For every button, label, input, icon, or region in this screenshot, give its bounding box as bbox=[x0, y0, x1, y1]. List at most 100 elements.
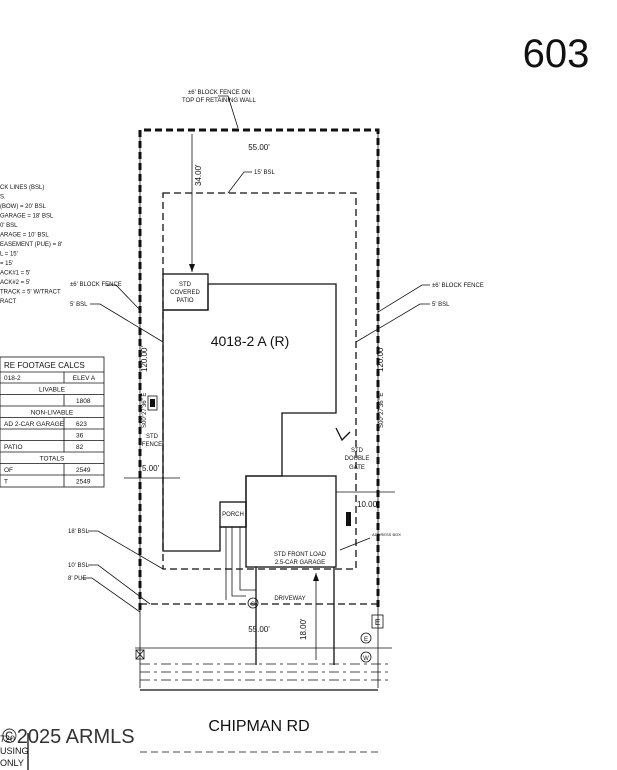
covered-patio-label-1: STD bbox=[179, 282, 192, 288]
dim-bottom-width: 55.00' bbox=[248, 625, 270, 634]
leader-bsl-18 bbox=[88, 530, 164, 570]
curb-box-left bbox=[135, 649, 145, 660]
leader-bsl-15 bbox=[227, 171, 252, 194]
bearing-left: S00°27'36" E bbox=[142, 393, 148, 428]
covered-patio-label-2: COVERED bbox=[170, 290, 200, 296]
setback-legend-line: = 15' bbox=[0, 261, 13, 267]
callout-pue-8: 8' PUE bbox=[68, 576, 87, 582]
sqft-section-label: NON-LIVABLE bbox=[31, 410, 74, 417]
arrow-front-top bbox=[313, 573, 319, 581]
callout-bsl-5-left: 5' BSL bbox=[70, 302, 88, 308]
setback-legend-line: L = 15' bbox=[0, 252, 18, 258]
std-fence-label-2: FENCE bbox=[142, 442, 162, 448]
dim-rear-setback: 34.00' bbox=[194, 164, 203, 186]
setback-legend-line: TRACK = 5' W/TRACT bbox=[0, 290, 61, 296]
water-symbol bbox=[360, 651, 372, 663]
sqft-row-value: 2549 bbox=[76, 467, 91, 474]
plan-label: 4018-2 A (R) bbox=[211, 333, 290, 349]
sqft-row-value: 82 bbox=[76, 444, 84, 451]
gate-swing bbox=[335, 427, 351, 442]
bearing-right: S00°27'36" E bbox=[379, 393, 385, 428]
sewer-symbol bbox=[247, 597, 259, 609]
setback-legend-line: CK LINES (BSL) bbox=[0, 185, 44, 191]
setback-legend-line: EASEMENT (PUE) = 8' bbox=[0, 242, 62, 248]
dim-front-driveway: 18.00' bbox=[299, 618, 308, 640]
dim-left-side: 5.00' bbox=[142, 464, 160, 473]
covered-patio bbox=[162, 273, 209, 311]
callout-bsl-10: 10' BSL bbox=[68, 563, 89, 569]
house-footprint bbox=[162, 283, 337, 552]
street-name: CHIPMAN RD bbox=[208, 718, 309, 735]
leader-block-fence-right bbox=[377, 284, 430, 313]
setback-legend-line: 0' BSL bbox=[0, 223, 18, 229]
leader-bsl-5-right bbox=[355, 303, 430, 343]
callout-address-box: ADDRESS BOX bbox=[372, 532, 401, 537]
sqft-row-label: PATIO bbox=[4, 444, 23, 451]
sqft-section-label: LIVABLE bbox=[39, 387, 66, 394]
lot-fence-line bbox=[138, 128, 380, 610]
callout-bsl-15: 15' BSL bbox=[254, 170, 275, 176]
electric-symbol bbox=[360, 632, 372, 644]
sqft-table-header-elev: ELEV A bbox=[73, 375, 96, 382]
sqft-row-value: 1808 bbox=[76, 398, 91, 405]
electric-box bbox=[371, 614, 384, 629]
stamp-line-2: USING bbox=[0, 746, 29, 756]
dim-left-depth: 120.00' bbox=[140, 346, 149, 372]
leader-address-box bbox=[339, 537, 371, 551]
sqft-table-header-plan: 018-2 bbox=[4, 375, 21, 382]
leader-pue-8 bbox=[82, 577, 141, 613]
leader-bsl-5-left bbox=[90, 303, 164, 343]
std-gate-label-3: GATE bbox=[349, 465, 365, 471]
setback-legend-line: RACT bbox=[0, 299, 17, 305]
stamp-line-3: ONLY bbox=[0, 758, 24, 768]
leader-bsl-10 bbox=[88, 564, 151, 605]
callout-bsl-5-right: 5' BSL bbox=[432, 302, 450, 308]
callout-block-fence-top-line1: ±6' BLOCK FENCE ON bbox=[188, 90, 250, 96]
setback-legend-line: ARAGE = 10' BSL bbox=[0, 233, 49, 239]
garage-label-2: 2.5-CAR GARAGE bbox=[275, 560, 325, 566]
std-fence-label-1: STD bbox=[146, 434, 159, 440]
electric-symbol-label: E bbox=[364, 637, 368, 643]
dim-right-depth: 120.00' bbox=[376, 346, 385, 372]
std-gate-label-1: STD bbox=[351, 448, 364, 454]
callout-block-fence-top-line2: TOP OF RETAINING WALL bbox=[182, 98, 256, 104]
setback-legend-line: GARAGE = 18' BSL bbox=[0, 214, 54, 220]
sqft-row-label: OF bbox=[4, 467, 13, 474]
setback-legend-line: (BOW) = 20' BSL bbox=[0, 204, 47, 210]
callout-bsl-18: 18' BSL bbox=[68, 529, 89, 535]
driveway-label: DRIVEWAY bbox=[274, 596, 305, 602]
std-gate-label-2: DOUBLE bbox=[345, 456, 370, 462]
sqft-row-value: 36 bbox=[76, 433, 84, 440]
setback-legend-line: ACK#1 = 5' bbox=[0, 271, 30, 277]
callout-block-fence-left: ±6' BLOCK FENCE bbox=[70, 282, 122, 288]
sqft-section-label: TOTALS bbox=[40, 456, 65, 463]
sqft-row-value: 623 bbox=[76, 421, 87, 428]
left-utility-box bbox=[147, 395, 158, 411]
setback-legend-line: S. bbox=[0, 195, 6, 201]
sewer-symbol-label: S bbox=[251, 602, 255, 608]
arrow-rear-setback bbox=[189, 264, 195, 272]
utility-pedestal bbox=[346, 512, 351, 526]
porch-label: PORCH bbox=[222, 512, 244, 518]
walkway-line-2 bbox=[231, 527, 246, 597]
sqft-row-label: T bbox=[4, 479, 8, 486]
garage-label-1: STD FRONT LOAD bbox=[274, 552, 327, 558]
electric-box-label: E bbox=[375, 618, 380, 627]
covered-patio-label-3: PATIO bbox=[176, 298, 193, 304]
sqft-row-label: AD 2-CAR GARAGE bbox=[4, 421, 65, 428]
setback-legend-line: ACK#2 = 5' bbox=[0, 280, 30, 286]
watermark: ©2025 ARMLS bbox=[2, 726, 135, 748]
dim-top-width: 55.00' bbox=[248, 143, 270, 152]
setback-legend: CK LINES (BSL) S. (BOW) = 20' BSL GARAGE = … bbox=[0, 185, 62, 305]
dim-right-side: 10.00' bbox=[357, 500, 379, 509]
walkway-line-3 bbox=[239, 527, 256, 591]
sqft-row-value: 2549 bbox=[76, 479, 91, 486]
callout-block-fence-right: ±6' BLOCK FENCE bbox=[432, 283, 484, 289]
leader-block-fence-left bbox=[107, 284, 141, 311]
left-utility-box-fill bbox=[150, 399, 155, 407]
stamp-line-1: 720 bbox=[0, 734, 15, 744]
leader-block-fence-top bbox=[218, 95, 239, 129]
lot-number: 603 bbox=[523, 32, 590, 76]
